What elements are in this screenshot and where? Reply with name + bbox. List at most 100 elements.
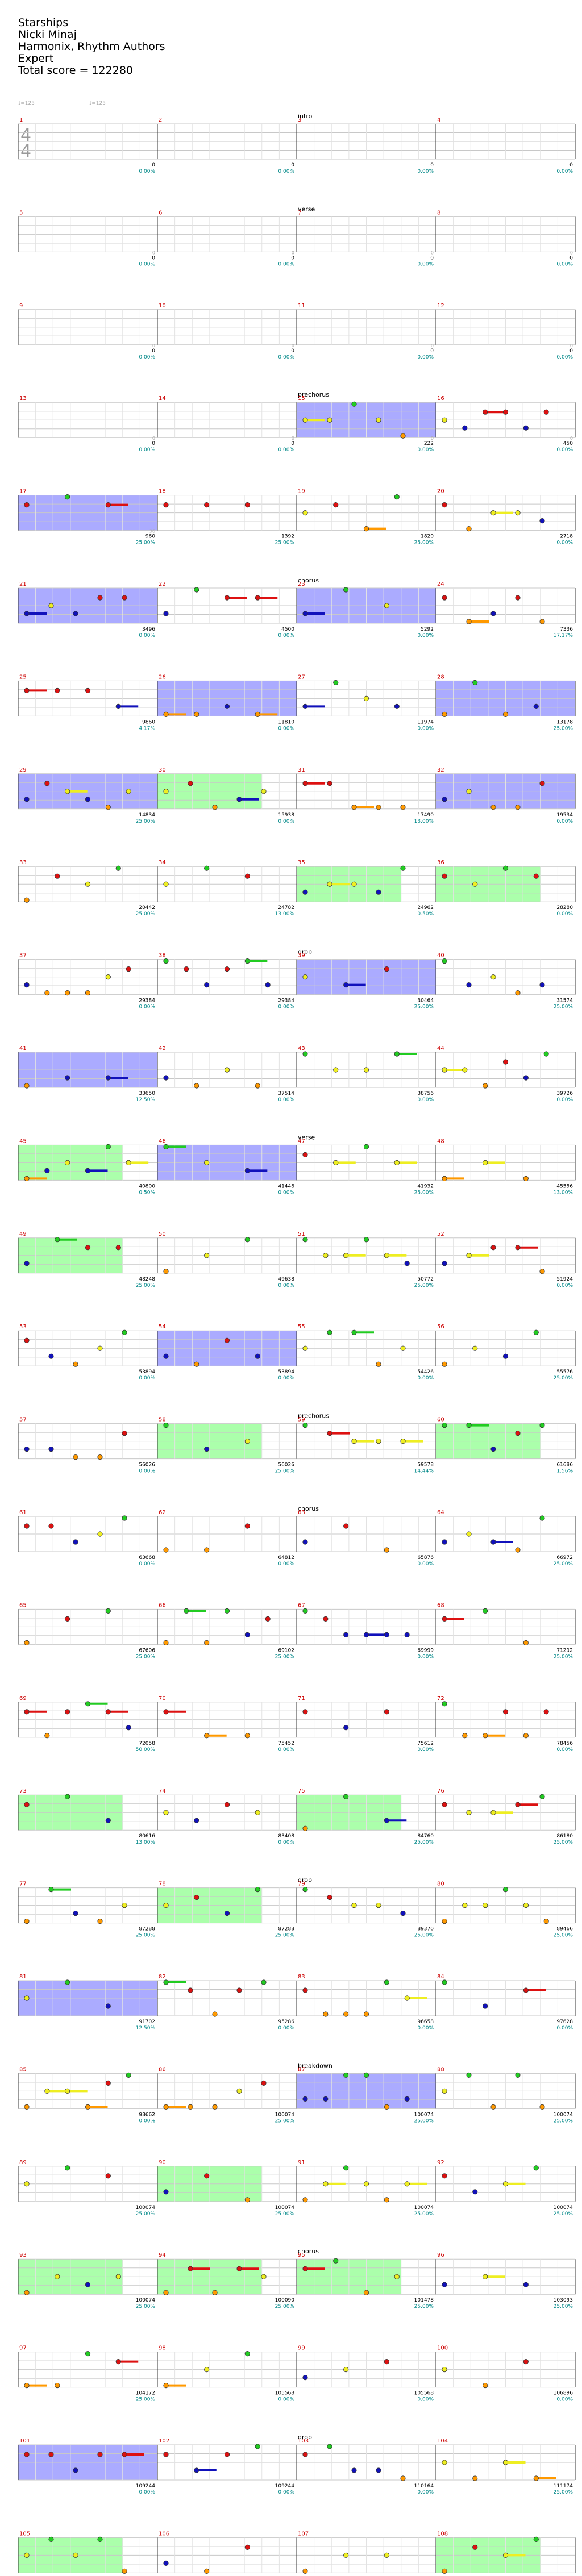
measure-number: 107 [298, 2531, 309, 2537]
chart-row: 494824825.00%50496380.00%515077225.00%52… [18, 1231, 576, 1289]
measure-number: 87 [298, 2066, 305, 2073]
measure-number: 7 [298, 210, 301, 216]
note-gem [244, 1733, 250, 1739]
note-gem [490, 611, 496, 616]
note-gem [244, 1168, 250, 1173]
chart-row: chorus2134960.00%2245000.00%2352920.00%2… [18, 577, 576, 639]
measure-percent: 25.00% [136, 1933, 156, 1939]
measure-score: 65876 [417, 1555, 434, 1561]
note-gem [376, 1439, 381, 1444]
note-gem [224, 966, 230, 972]
measure-percent: 0.00% [417, 2397, 434, 2403]
measure-number: 48 [437, 1138, 444, 1144]
measure-number: 82 [159, 1974, 166, 1980]
note-gem [85, 2350, 91, 2357]
measure-number: 105 [19, 2531, 30, 2537]
note-gem [126, 966, 131, 972]
measure-percent: 0.00% [556, 1747, 573, 1753]
section-label: verse [298, 205, 315, 212]
chart-row: 656760625.00%666910225.00%67699990.00%68… [18, 1602, 576, 1660]
measure-percent: 14.44% [414, 1469, 434, 1474]
note-gem [539, 1269, 545, 1274]
note-gem [343, 1632, 349, 1637]
measure-percent: 0.00% [278, 1283, 294, 1289]
note-gem [224, 1067, 230, 1073]
note-gem [261, 2274, 267, 2279]
note-gem [442, 2173, 447, 2179]
measure-score: 53894 [139, 1369, 155, 1375]
note-gem [327, 781, 332, 786]
note-gem [163, 1979, 169, 1985]
note-gem [302, 1152, 308, 1158]
measure-percent: 1.56% [556, 1469, 573, 1474]
note-gem [204, 982, 210, 988]
note-gem [539, 1794, 545, 1799]
note-gem [236, 2266, 242, 2271]
measure-score: 87288 [278, 1927, 294, 1932]
note-gem [105, 805, 111, 810]
note-gem [539, 518, 545, 524]
chart-row: drop1011092440.00%1021092440.00%10311016… [18, 2433, 576, 2495]
note-gem [515, 595, 521, 601]
measure-score: 20442 [139, 905, 155, 911]
note-gem [188, 1987, 193, 1993]
note-gem [483, 2003, 488, 2009]
note-gem [24, 1802, 30, 1807]
measure-number: 15 [298, 395, 305, 402]
section-label: chorus [298, 1505, 319, 1512]
measure-number: 44 [437, 1045, 444, 1052]
measure-percent: 0.00% [556, 447, 573, 453]
measure-score: 105568 [275, 2391, 295, 2396]
note-gem [163, 1075, 169, 1081]
note-gem [351, 1329, 357, 1335]
measure-score: 105568 [414, 2391, 434, 2396]
note-gem [351, 1439, 357, 1444]
note-gem [400, 805, 406, 810]
note-gem [224, 1802, 230, 1807]
measure-percent: 0.00% [417, 1747, 434, 1753]
measure-number: 57 [19, 1417, 27, 1423]
note-gem [343, 587, 349, 593]
note-gem [404, 2096, 410, 2102]
measure-percent: 13.00% [275, 911, 295, 917]
note-gem [302, 510, 308, 516]
measure-number: 22 [159, 581, 166, 587]
measure-number: 75 [298, 1788, 305, 1794]
measure-percent: 0.00% [278, 1747, 294, 1753]
measure-score: 103093 [554, 2298, 573, 2303]
measure-score: 51924 [556, 1277, 573, 1282]
measure-percent: 0.00% [417, 355, 434, 360]
measure-score: 13178 [556, 719, 573, 725]
measure-number: 8 [437, 210, 440, 216]
note-gem [194, 1895, 199, 1900]
measure-percent: 0.00% [139, 1375, 155, 1381]
measure-score: 31574 [556, 998, 573, 1004]
measure-number: 73 [19, 1788, 27, 1794]
note-gem [351, 881, 357, 887]
measure-number: 12 [437, 303, 444, 309]
measure-percent: 25.00% [554, 726, 573, 731]
note-gem [472, 2189, 478, 2195]
measure-percent: 25.00% [554, 2490, 573, 2495]
note-gem [194, 1361, 199, 1367]
note-gem [533, 1329, 539, 1335]
measure-score: 0 [430, 348, 434, 354]
note-gem [65, 990, 70, 996]
note-gem [343, 1523, 349, 1529]
measure-percent: 25.00% [275, 2211, 295, 2217]
section-label: drop [298, 1877, 312, 1884]
note-gem [255, 595, 260, 601]
measure-number: 34 [159, 860, 166, 866]
measure-number: 99 [298, 2345, 305, 2352]
measure-number: 61 [19, 1510, 27, 1516]
measure-number: 102 [159, 2438, 169, 2444]
measure-percent: 0.00% [417, 633, 434, 639]
note-gem [24, 1640, 30, 1645]
measure-number: 31 [298, 767, 305, 773]
note-gem [163, 1423, 169, 1428]
note-gem [65, 1979, 70, 1985]
note-gem [85, 2104, 91, 2110]
note-gem [466, 789, 472, 794]
note-gem [442, 1802, 447, 1807]
